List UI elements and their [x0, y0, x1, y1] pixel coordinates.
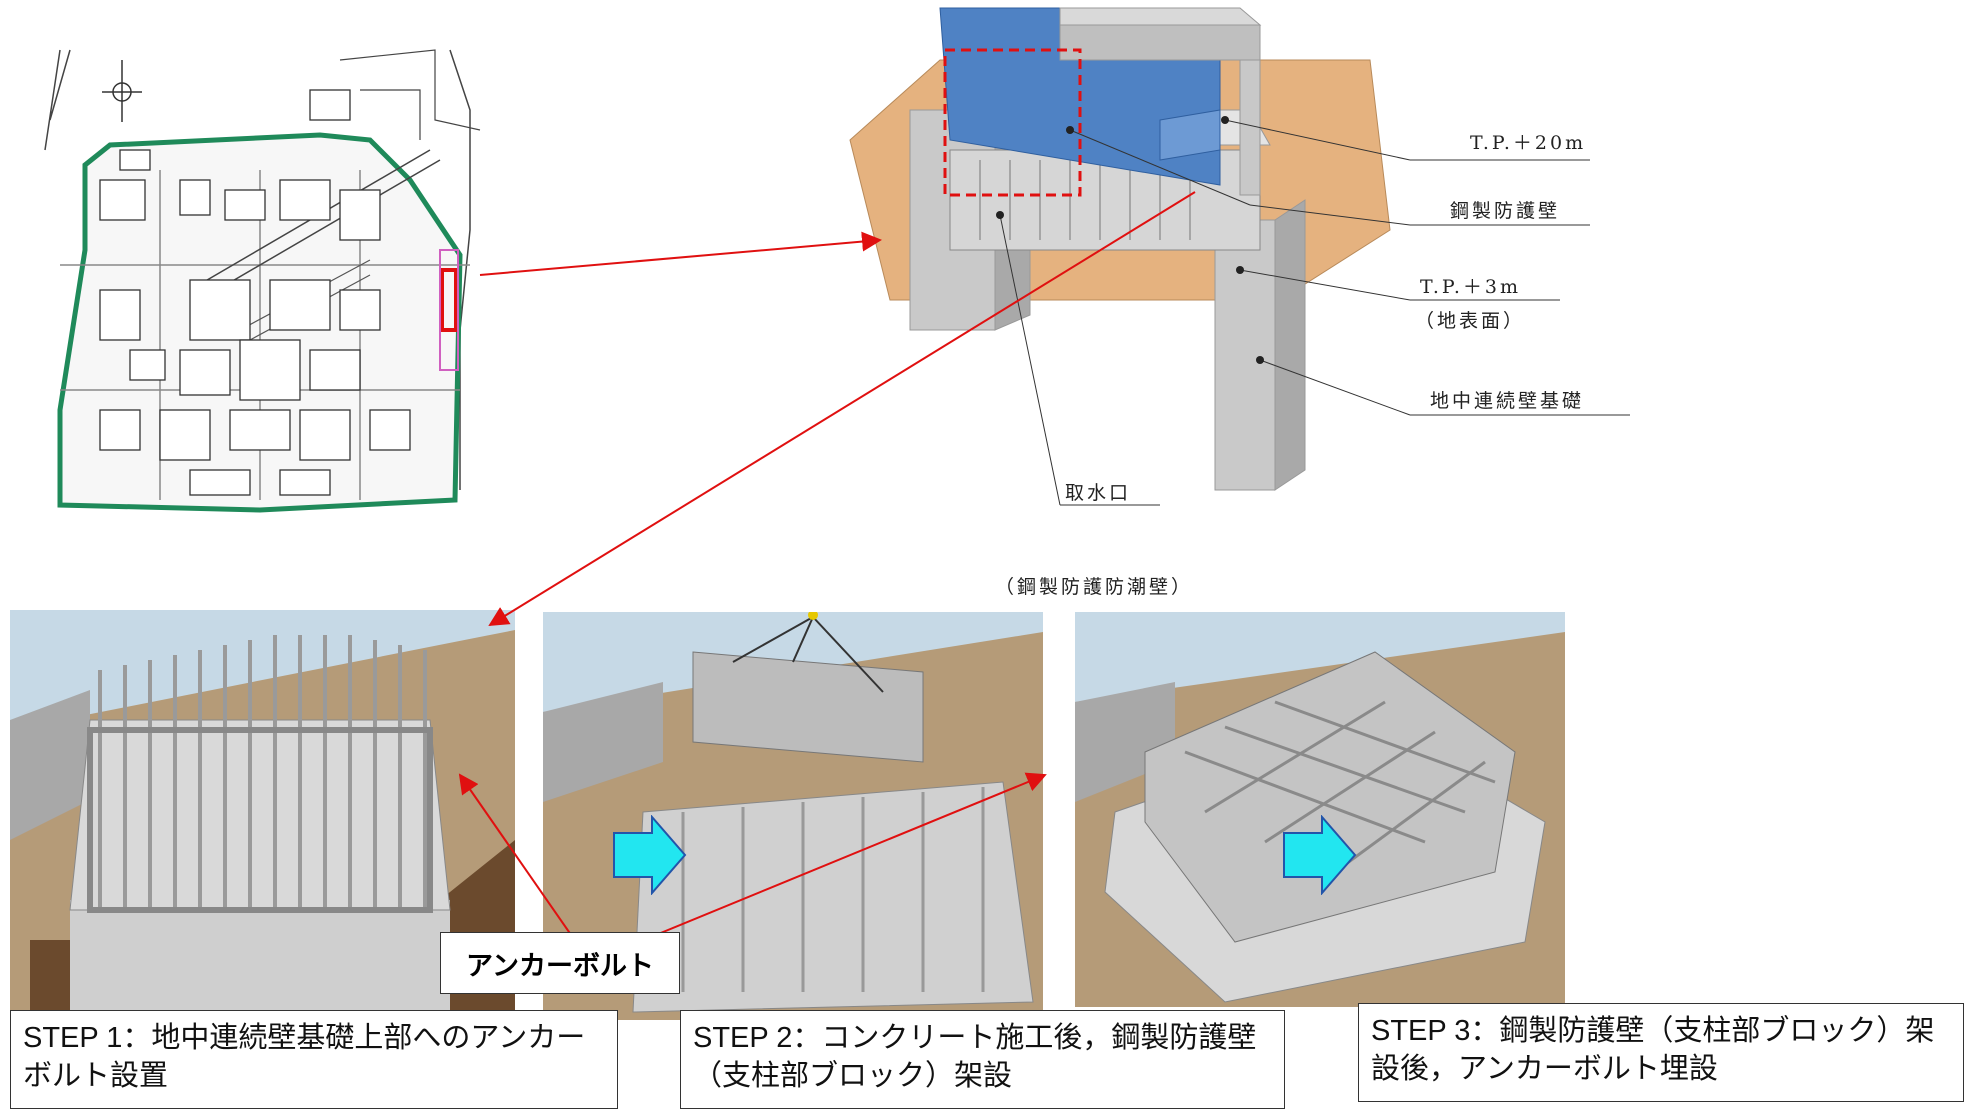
label-title-note: （鋼製防護防潮壁）: [995, 576, 1194, 598]
section-to-step1-arrow: [488, 191, 1196, 627]
step2-caption: STEP 2：コンクリート施工後，鋼製防護壁（支柱部ブロック）架設: [680, 1010, 1285, 1109]
step3-caption: STEP 3：鋼製防護壁（支柱部ブロック）架設後，アンカーボルト埋設: [1358, 1003, 1964, 1102]
section-view: T.P.＋20m 鋼製防護壁 T.P.＋3m （地表面） 地中連続壁基礎 取水口…: [830, 0, 1630, 598]
step-arrow-1-icon: [613, 815, 687, 895]
anchor-bolt-label: アンカーボルト: [440, 932, 680, 994]
anchor-to-step2-arrow: [594, 772, 1047, 961]
site-map: [40, 30, 510, 540]
label-foundation: 地中連続壁基礎: [1430, 390, 1585, 412]
building-blocks: [99, 89, 411, 496]
step1-image: [10, 610, 515, 1020]
label-surface: （地表面）: [1415, 310, 1526, 332]
label-tp3: T.P.＋3m: [1420, 276, 1521, 298]
site-map-drawing: [40, 30, 510, 540]
label-tp20: T.P.＋20m: [1470, 132, 1587, 154]
north-arrow-icon: [102, 60, 142, 122]
anchor-to-step1-arrow: [458, 773, 586, 956]
label-steel-wall: 鋼製防護壁: [1450, 200, 1561, 222]
step-arrow-2-icon: [1283, 815, 1357, 895]
detail-highlight-box: [943, 48, 1082, 197]
label-intake: 取水口: [1065, 482, 1132, 504]
map-to-section-arrow: [479, 231, 882, 276]
section-view-drawing: [849, 7, 1630, 506]
step1-caption: STEP 1：地中連続壁基礎上部へのアンカーボルト設置: [10, 1010, 618, 1109]
